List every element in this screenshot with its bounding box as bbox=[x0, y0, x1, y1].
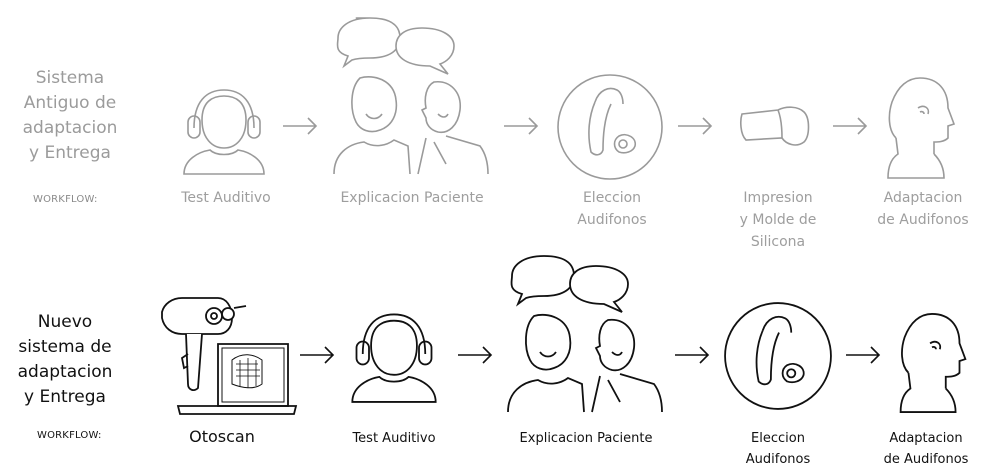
arrow-right-icon bbox=[504, 117, 539, 135]
conversation-icon bbox=[504, 250, 664, 416]
conversation-icon bbox=[330, 14, 490, 176]
arrow-right-icon bbox=[678, 117, 713, 135]
arrow-right-icon bbox=[300, 346, 335, 364]
new-system-title: Nuevo sistema de adaptacion y Entrega bbox=[17, 312, 113, 407]
ear-mold-icon bbox=[738, 104, 812, 150]
old-system-title: Sistema Antiguo de adaptacion y Entrega bbox=[22, 68, 118, 163]
new-step-label: Test Auditivo bbox=[352, 431, 436, 446]
arrow-right-icon bbox=[458, 346, 493, 364]
old-step-label: Adaptacion de Audifonos bbox=[877, 190, 969, 228]
old-step-label: Impresion y Molde de Silicona bbox=[739, 190, 817, 250]
new-step-label: Eleccion Audifonos bbox=[745, 431, 811, 467]
old-step-label: Eleccion Audifonos bbox=[577, 190, 647, 228]
arrow-right-icon bbox=[846, 346, 881, 364]
arrow-right-icon bbox=[675, 346, 710, 364]
otoscan-laptop-icon bbox=[158, 294, 300, 418]
arrow-right-icon bbox=[833, 117, 868, 135]
new-system-row: Nuevo sistema de adaptacion y Entrega WO… bbox=[0, 250, 1000, 472]
new-step-label: Adaptacion de Audifonos bbox=[883, 431, 969, 467]
new-step-label: Explicacion Paciente bbox=[519, 431, 653, 446]
old-step-label: Test Auditivo bbox=[181, 190, 271, 206]
hearing-aid-icon bbox=[722, 300, 834, 412]
arrow-right-icon bbox=[283, 117, 318, 135]
old-workflow-label: WORKFLOW: bbox=[33, 194, 98, 205]
new-step-label: Otoscan bbox=[189, 427, 255, 446]
new-workflow-label: WORKFLOW: bbox=[37, 430, 102, 441]
hearing-aid-icon bbox=[555, 72, 665, 182]
head-fitted-icon bbox=[884, 74, 958, 182]
old-step-label: Explicacion Paciente bbox=[340, 190, 484, 206]
headphones-person-icon bbox=[344, 304, 444, 404]
headphones-person-icon bbox=[176, 80, 272, 176]
old-system-row: Sistema Antiguo de adaptacion y Entrega … bbox=[22, 0, 969, 250]
head-fitted-icon bbox=[896, 310, 970, 416]
